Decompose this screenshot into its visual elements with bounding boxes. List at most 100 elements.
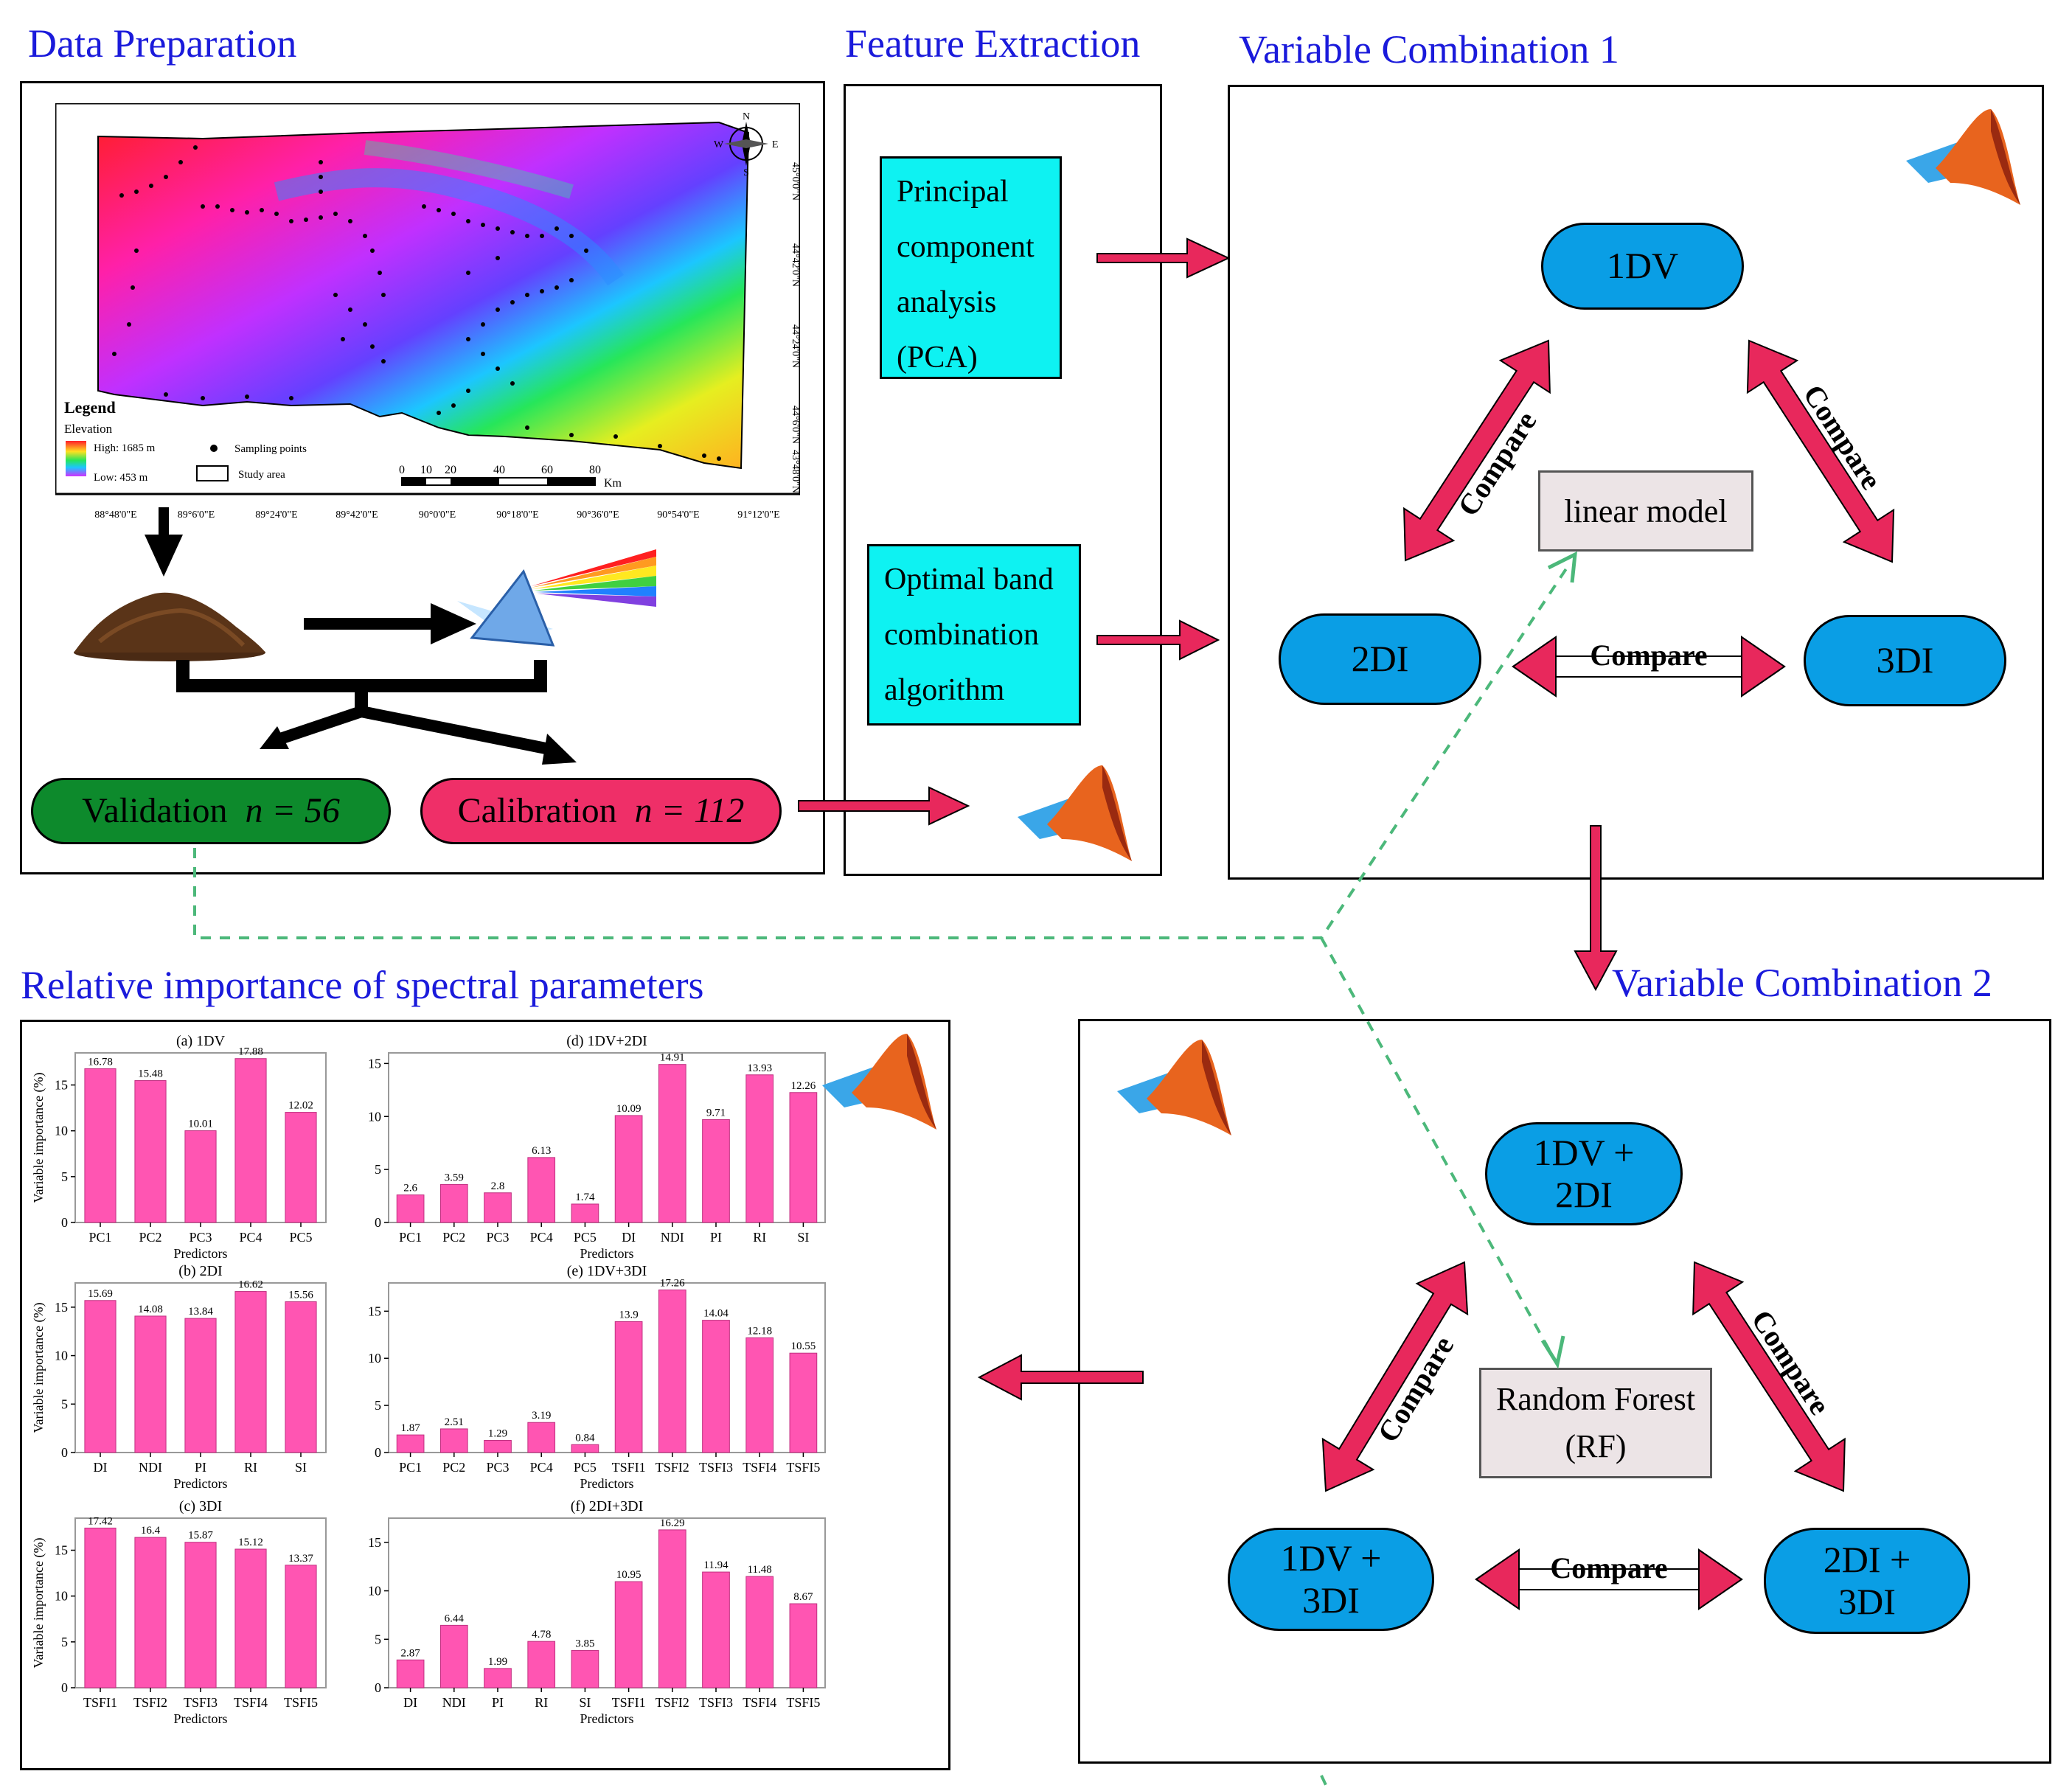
bar-value-label: 9.71 <box>706 1107 726 1119</box>
bar-value-label: 17.88 <box>238 1046 263 1058</box>
vc2-node-right-line-2: 3DI <box>1838 1581 1896 1622</box>
x-tick-label: PC3 <box>189 1230 212 1245</box>
bar-value-label: 12.18 <box>747 1325 772 1337</box>
heading-data-preparation: Data Preparation <box>28 21 297 66</box>
bar-value-label: 15.56 <box>288 1289 313 1301</box>
pca-line-4: (PCA) <box>897 341 978 375</box>
bar-value-label: 15.12 <box>238 1537 263 1548</box>
x-tick-label: SI <box>797 1230 809 1245</box>
x-tick-label: NDI <box>661 1230 684 1245</box>
x-tick-label: PC1 <box>88 1230 111 1245</box>
bar-value-label: 13.9 <box>619 1309 638 1321</box>
bar-value-label: 0.84 <box>575 1432 595 1444</box>
bar <box>134 1315 167 1453</box>
bar-value-label: 1.99 <box>488 1656 507 1668</box>
bar <box>84 1300 117 1453</box>
bar-value-label: 15.69 <box>88 1288 113 1300</box>
svg-text:90°0'0"E: 90°0'0"E <box>419 509 456 521</box>
bar <box>789 1092 818 1223</box>
svg-text:Study area: Study area <box>238 469 285 481</box>
compare-double-arrow: Compare <box>1512 636 1786 698</box>
y-tick-label: 5 <box>375 1632 381 1646</box>
bar <box>285 1112 317 1223</box>
bar-value-label: 2.6 <box>403 1183 417 1194</box>
compare-label: Compare <box>1590 639 1707 672</box>
svg-text:90°36'0"E: 90°36'0"E <box>577 509 619 521</box>
svg-text:0: 0 <box>399 464 405 476</box>
bar-value-label: 16.62 <box>238 1279 263 1291</box>
pca-line-3: analysis <box>897 285 997 319</box>
bar-value-label: 6.44 <box>445 1613 465 1624</box>
bar <box>614 1581 643 1688</box>
bar-value-label: 3.85 <box>575 1638 594 1649</box>
bar <box>285 1565 317 1688</box>
x-tick-label: TSFI2 <box>656 1460 689 1475</box>
svg-text:40: 40 <box>493 464 505 476</box>
bar-chart: (d) 1DV+2DI0510152.6PC13.59PC22.8PC36.13… <box>368 1033 826 1261</box>
bar-value-label: 15.48 <box>138 1068 163 1080</box>
x-tick-label: TSFI3 <box>184 1695 218 1710</box>
svg-text:High: 1685 m: High: 1685 m <box>94 442 156 454</box>
matlab-logo-icon <box>1906 109 2020 205</box>
bar <box>285 1301 317 1453</box>
matlab-logo-icon <box>1117 1040 1231 1135</box>
bar <box>396 1659 425 1688</box>
bar-value-label: 8.67 <box>793 1591 813 1603</box>
x-tick-label: TSFI3 <box>699 1460 733 1475</box>
bar-value-label: 13.37 <box>288 1553 313 1565</box>
vc1-linear-model: linear model <box>1538 470 1753 552</box>
x-tick-label: RI <box>535 1695 548 1710</box>
svg-text:E: E <box>772 139 779 150</box>
x-tick-label: DI <box>403 1695 417 1710</box>
calibration-n: n = 112 <box>634 791 745 831</box>
y-tick-label: 10 <box>55 1349 68 1363</box>
x-tick-label: TSFI5 <box>284 1695 318 1710</box>
bar <box>484 1192 512 1223</box>
svg-text:80: 80 <box>589 464 601 476</box>
obc-line-3: algorithm <box>884 673 1005 707</box>
x-tick-label: PC2 <box>442 1230 465 1245</box>
pca-line-1: Principal <box>897 175 1009 209</box>
heading-variable-combination-1: Variable Combination 1 <box>1239 27 1619 72</box>
x-tick-label: PC1 <box>399 1460 422 1475</box>
data-prep-black-arrows <box>145 507 577 765</box>
arrow-pca-to-vc1 <box>1096 237 1231 279</box>
compare-double-arrow: Compare <box>1475 1548 1743 1610</box>
sampling-points <box>112 145 721 461</box>
matlab-logo-icon <box>822 1034 936 1130</box>
compass-icon: N S E W <box>714 111 779 178</box>
validation-label: Validation <box>82 791 228 831</box>
svg-text:Elevation: Elevation <box>64 422 113 436</box>
bar-value-label: 11.94 <box>703 1559 729 1571</box>
bar-value-label: 10.09 <box>616 1103 642 1115</box>
vc2-model-line-1: Random Forest <box>1495 1381 1696 1418</box>
spectrometer-prism-icon <box>457 549 656 647</box>
x-tick-label: PC5 <box>289 1230 312 1245</box>
matlab-logo-icon <box>1018 765 1132 861</box>
bar <box>527 1157 556 1223</box>
bar-value-label: 11.48 <box>748 1564 772 1576</box>
svg-text:20: 20 <box>445 464 456 476</box>
compare-double-arrow: Compare <box>1403 339 1551 562</box>
bar-value-label: 17.42 <box>88 1515 113 1527</box>
bar-value-label: 2.51 <box>445 1416 464 1428</box>
map-legend: Legend Elevation High: 1685 m Low: 453 m… <box>64 398 307 484</box>
bar-value-label: 10.01 <box>188 1119 213 1130</box>
bar <box>234 1548 267 1688</box>
bar <box>234 1058 267 1223</box>
svg-text:W: W <box>714 139 724 150</box>
vc2-node-right-line-1: 2DI + <box>1823 1538 1911 1580</box>
vc2-node-1dv-2di: 1DV + 2DI <box>1485 1122 1683 1225</box>
bar <box>184 1542 217 1688</box>
chart-title: (f) 2DI+3DI <box>571 1498 643 1514</box>
x-axis-label: Predictors <box>580 1476 634 1491</box>
optimal-band-box: Optimal band combination algorithm <box>867 544 1081 726</box>
vc2-node-2di-3di: 2DI + 3DI <box>1764 1528 1970 1634</box>
x-tick-label: PC5 <box>574 1230 597 1245</box>
y-tick-label: 10 <box>368 1109 381 1124</box>
bar <box>439 1624 468 1688</box>
x-tick-label: TSFI1 <box>612 1460 646 1475</box>
x-tick-label: PC5 <box>574 1460 597 1475</box>
x-tick-label: DI <box>94 1460 108 1475</box>
